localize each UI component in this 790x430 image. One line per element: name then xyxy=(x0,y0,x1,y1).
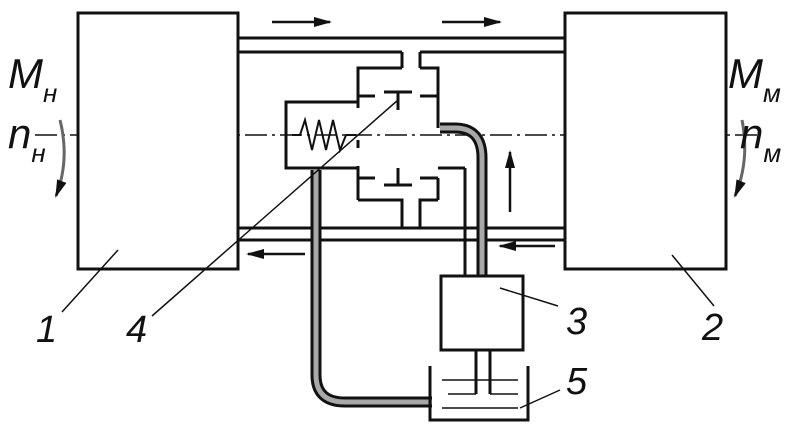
feed-pipe xyxy=(440,122,488,276)
flow-arrows xyxy=(246,17,555,259)
motor-unit-2 xyxy=(563,11,728,271)
callout-1: 1 xyxy=(36,309,57,351)
bottom-pipe xyxy=(238,226,565,242)
leader-lines xyxy=(61,99,715,409)
drain-pipe xyxy=(310,170,432,408)
rotation-arrow-left xyxy=(54,119,67,198)
suction-pipe xyxy=(474,350,492,394)
rotation-arrow-right xyxy=(733,119,747,198)
spring-icon xyxy=(292,116,356,154)
spring-chamber xyxy=(284,100,358,170)
control-valve-4 xyxy=(356,52,440,228)
motor-torque-label: Mм xyxy=(728,50,781,108)
pump-torque-label: Mн xyxy=(8,50,57,108)
pump-speed-label: nн xyxy=(8,110,46,168)
callout-4: 4 xyxy=(126,309,147,351)
callout-2: 2 xyxy=(701,307,723,349)
top-pipe xyxy=(238,36,565,54)
feed-pump-3 xyxy=(439,274,525,352)
callout-3: 3 xyxy=(566,301,587,343)
tank-5 xyxy=(428,366,530,422)
motor-speed-label: nм xyxy=(740,110,781,168)
pump-unit-1 xyxy=(76,11,240,271)
callout-5: 5 xyxy=(566,361,588,403)
tank-fluid-lines xyxy=(442,379,518,409)
